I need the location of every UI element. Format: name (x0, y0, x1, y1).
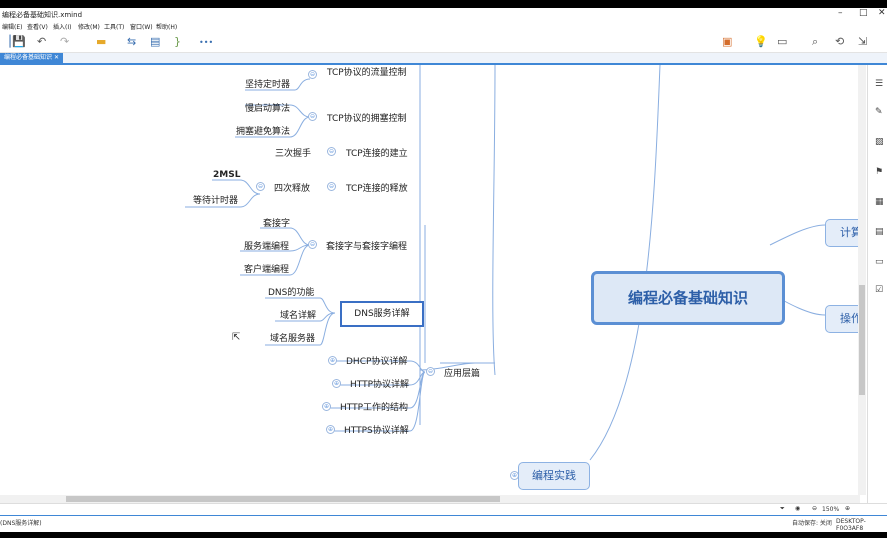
collapse-icon[interactable]: ⊖ (426, 367, 435, 376)
node-http[interactable]: HTTP协议详解 (350, 380, 410, 390)
host-name: DESKTOP-F0O3AF8 (836, 518, 866, 532)
vertical-scrollbar[interactable] (858, 65, 866, 495)
right-side-panel: ☰ ✎ ▨ ⚑ ▦ ▤ ▭ ☑ (867, 65, 887, 515)
vertical-scroll-thumb[interactable] (859, 285, 865, 395)
collapse-icon[interactable]: ⊖ (308, 70, 317, 79)
summary-icon[interactable]: } (174, 35, 181, 48)
sidebar-toggle-icon[interactable]: ▕ (2, 35, 11, 48)
topic-style-icon[interactable]: ▬ (96, 35, 107, 48)
zoom-out-icon[interactable]: ⊖ (812, 505, 818, 512)
window-title: 编程必备基础知识.xmind (2, 11, 83, 19)
more-button[interactable]: ••• (199, 38, 214, 47)
zoom-level[interactable]: 150% (822, 506, 840, 513)
node-congestion-avoid[interactable]: 拥塞避免算法 (236, 127, 291, 137)
redo-icon[interactable]: ↷ (60, 35, 70, 48)
menu-insert[interactable]: 插入(I) (53, 24, 72, 31)
collapse-icon[interactable]: ⊖ (327, 147, 336, 156)
menu-edit[interactable]: 编辑(E) (2, 24, 23, 31)
menu-help[interactable]: 帮助(H) (156, 24, 178, 31)
map-status-bar: ⏷ ◉ ⊖ 150% ⊕ (0, 503, 887, 516)
boundary-icon[interactable]: ▤ (150, 35, 161, 48)
selected-topic-status: (DNS服务详解) (0, 520, 42, 527)
horizontal-scroll-thumb[interactable] (66, 496, 500, 502)
menu-bar: 编辑(E) 查看(V) 插入(I) 修改(M) 工具(T) 窗口(W) 帮助(H… (0, 20, 887, 32)
node-tcp-flow[interactable]: TCP协议的流量控制 (327, 68, 407, 78)
node-tcp-congestion[interactable]: TCP协议的拥塞控制 (327, 114, 407, 124)
gantt-icon[interactable]: ▭ (777, 35, 788, 48)
node-2msl[interactable]: 2MSL (213, 170, 241, 180)
node-http-struct[interactable]: HTTP工作的结构 (340, 403, 409, 413)
node-dhcp[interactable]: DHCP协议详解 (346, 357, 408, 367)
mindmap-canvas[interactable]: TCP协议的流量控制 ⊖ 坚持定时器 慢启动算法 TCP协议的拥塞控制 ⊖ 拥塞… (0, 65, 860, 495)
topic-compute[interactable]: 计算 (825, 219, 860, 247)
notes-icon[interactable]: ▤ (875, 227, 884, 237)
clipart-icon[interactable]: ▦ (875, 197, 884, 207)
node-dns-func[interactable]: DNS的功能 (268, 288, 315, 298)
topic-practice[interactable]: 编程实践 (518, 462, 590, 490)
xmind-window: 编程必备基础知识.xmind – □ ✕ 编辑(E) 查看(V) 插入(I) 修… (0, 8, 887, 532)
undo-icon[interactable]: ↶ (37, 35, 47, 48)
expand-icon[interactable]: ⊕ (332, 379, 341, 388)
node-three-handshake[interactable]: 三次握手 (275, 149, 312, 159)
maximize-button[interactable]: □ (859, 8, 868, 18)
node-client-prog[interactable]: 客户端编程 (244, 265, 290, 275)
node-four-wave[interactable]: 四次释放 (274, 184, 311, 194)
minimize-button[interactable]: – (838, 8, 843, 18)
collapse-icon[interactable]: ⊖ (308, 240, 317, 249)
topic-os[interactable]: 操作 (825, 305, 860, 333)
comment-icon[interactable]: ▭ (875, 257, 884, 267)
search-icon[interactable]: ⌕ (812, 35, 819, 48)
node-tcp-release[interactable]: TCP连接的释放 (346, 184, 408, 194)
tab-close-icon[interactable]: ✕ (53, 54, 59, 61)
toolbar: ▕ 💾 ↶ ↷ ▬ ⇆ ▤ } ••• ▣ 💡 ▭ ⌕ ⟲ ⇲ (0, 32, 887, 53)
autosave-status[interactable]: 自动保存: 关闭 (792, 520, 832, 527)
outline-icon[interactable]: ☰ (875, 79, 884, 89)
title-bar: 编程必备基础知识.xmind – □ ✕ (0, 8, 887, 20)
format-icon[interactable]: ✎ (875, 107, 883, 117)
node-app-layer[interactable]: 应用层篇 (444, 369, 481, 379)
tab-mindmap[interactable]: 编程必备基础知识 ✕ (0, 53, 63, 63)
tab-label: 编程必备基础知识 (4, 54, 53, 61)
node-dns-detail-selected[interactable]: DNS服务详解 (340, 301, 424, 327)
collapse-icon[interactable]: ⊖ (308, 112, 317, 121)
close-button[interactable]: ✕ (878, 8, 886, 18)
eye-icon[interactable]: ◉ (795, 505, 801, 512)
zoom-in-icon[interactable]: ⊕ (845, 505, 851, 512)
menu-modify[interactable]: 修改(M) (78, 24, 100, 31)
menu-window[interactable]: 窗口(W) (130, 24, 153, 31)
node-domain-server[interactable]: 域名服务器 (270, 334, 316, 344)
node-wait-timer[interactable]: 等待计时器 (193, 196, 239, 206)
collapse-icon[interactable]: ⊖ (327, 182, 336, 191)
task-icon[interactable]: ☑ (875, 285, 884, 295)
image-icon[interactable]: ▨ (875, 137, 884, 147)
idea-icon[interactable]: 💡 (754, 35, 768, 48)
tab-bar: 编程必备基础知识 ✕ (0, 53, 887, 65)
menu-tools[interactable]: 工具(T) (104, 24, 125, 31)
node-keepalive-timer[interactable]: 坚持定时器 (245, 80, 291, 90)
collapse-icon[interactable]: ⊖ (256, 182, 265, 191)
node-socket[interactable]: 套接字 (263, 219, 291, 229)
node-server-prog[interactable]: 服务端编程 (244, 242, 290, 252)
presentation-icon[interactable]: ▣ (722, 35, 733, 48)
expand-icon[interactable]: ⊕ (322, 402, 331, 411)
menu-view[interactable]: 查看(V) (27, 24, 48, 31)
node-slow-start[interactable]: 慢启动算法 (245, 104, 291, 114)
app-status-bar: (DNS服务详解) 自动保存: 关闭 DESKTOP-F0O3AF8 (0, 515, 887, 532)
node-domain-detail[interactable]: 域名详解 (280, 311, 317, 321)
connector-lines (185, 65, 826, 461)
save-icon[interactable]: 💾 (12, 35, 26, 48)
marker-icon[interactable]: ⚑ (875, 167, 884, 177)
filter-icon[interactable]: ⏷ (780, 505, 785, 512)
horizontal-scrollbar[interactable] (0, 495, 860, 503)
node-https[interactable]: HTTPS协议详解 (344, 426, 409, 436)
node-tcp-connect[interactable]: TCP连接的建立 (346, 149, 408, 159)
mouse-cursor-icon: ⇱ (232, 332, 241, 343)
export-icon[interactable]: ⇲ (858, 35, 868, 48)
node-socket-prog[interactable]: 套接字与套接字编程 (326, 242, 408, 252)
expand-icon[interactable]: ⊕ (326, 425, 335, 434)
central-topic[interactable]: 编程必备基础知识 (591, 271, 785, 325)
relationship-icon[interactable]: ⇆ (127, 35, 137, 48)
share-icon[interactable]: ⟲ (835, 35, 845, 48)
expand-icon[interactable]: ⊕ (328, 356, 337, 365)
